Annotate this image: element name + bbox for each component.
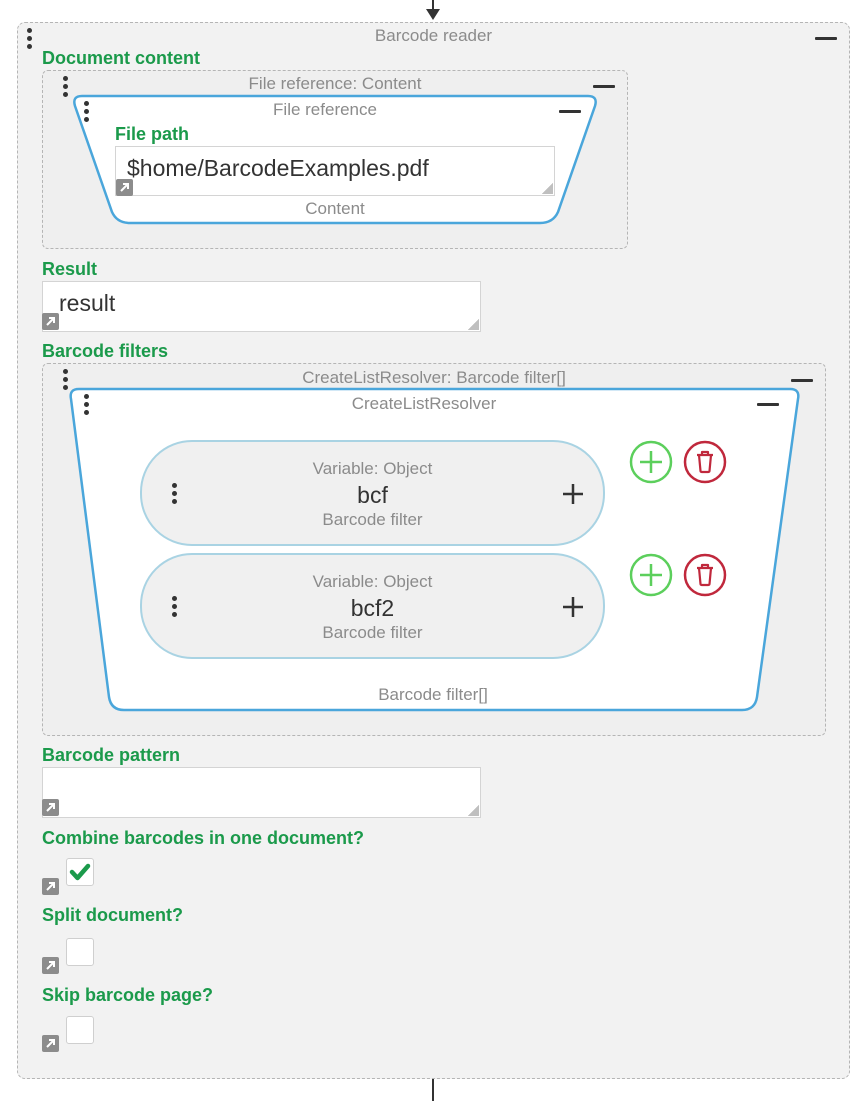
expand-icon[interactable] <box>42 313 59 330</box>
checkmark-icon <box>69 863 91 881</box>
block-title: File reference <box>273 100 377 119</box>
variable-type-label: Variable: Object <box>312 572 433 591</box>
field-label-document-content: Document content <box>42 48 201 68</box>
trash-icon[interactable] <box>683 440 727 484</box>
plus-icon[interactable] <box>562 483 584 505</box>
drag-handle-icon[interactable] <box>25 28 33 49</box>
collapse-icon[interactable] <box>789 373 815 387</box>
drag-handle-icon[interactable] <box>170 483 178 504</box>
field-label-combine-barcodes: Combine barcodes in one document? <box>42 828 365 848</box>
drag-handle-icon[interactable] <box>82 101 90 122</box>
arrow-down-icon <box>426 0 440 20</box>
resize-grip[interactable] <box>542 183 553 194</box>
barcode-pattern-input[interactable] <box>42 767 481 818</box>
expand-icon[interactable] <box>42 1035 59 1052</box>
combine-barcodes-checkbox[interactable] <box>66 858 94 886</box>
create-list-resolver-shape[interactable] <box>67 387 802 713</box>
collapse-icon[interactable] <box>557 104 583 118</box>
result-input[interactable]: result <box>42 281 481 332</box>
expand-icon[interactable] <box>116 179 133 196</box>
field-label-skip-barcode-page: Skip barcode page? <box>42 985 214 1005</box>
file-path-value: $home/BarcodeExamples.pdf <box>127 155 429 181</box>
skip-barcode-page-checkbox[interactable] <box>66 1016 94 1044</box>
collapse-icon[interactable] <box>591 79 617 93</box>
drag-handle-icon[interactable] <box>82 394 90 415</box>
variable-subtype: Barcode filter <box>322 623 423 642</box>
field-label-result: Result <box>42 259 98 279</box>
variable-name: bcf2 <box>350 595 395 621</box>
expand-icon[interactable] <box>42 957 59 974</box>
variable-name: bcf <box>357 482 388 508</box>
collapse-icon[interactable] <box>755 397 781 411</box>
add-circle-icon[interactable] <box>629 553 673 597</box>
split-document-checkbox[interactable] <box>66 938 94 966</box>
expand-icon[interactable] <box>42 878 59 895</box>
list-item[interactable]: Variable: Object bcf2 Barcode filter <box>140 553 605 659</box>
resize-grip[interactable] <box>468 319 479 330</box>
field-label-file-path: File path <box>115 124 190 144</box>
field-label-barcode-filters: Barcode filters <box>42 341 169 361</box>
file-reference-footer: Content <box>305 199 365 218</box>
file-path-input[interactable]: $home/BarcodeExamples.pdf <box>115 146 555 196</box>
block-title: File reference: Content <box>248 74 422 93</box>
plus-icon[interactable] <box>562 596 584 618</box>
drag-handle-icon[interactable] <box>61 76 69 97</box>
trash-icon[interactable] <box>683 553 727 597</box>
block-title: CreateListResolver: Barcode filter[] <box>302 368 566 387</box>
add-circle-icon[interactable] <box>629 440 673 484</box>
drag-handle-icon[interactable] <box>61 369 69 390</box>
block-title: CreateListResolver <box>351 394 497 413</box>
variable-type-label: Variable: Object <box>312 459 433 478</box>
list-footer: Barcode filter[] <box>378 685 488 704</box>
block-title: Barcode reader <box>374 26 493 45</box>
result-value: result <box>59 290 116 316</box>
resize-grip[interactable] <box>468 805 479 816</box>
field-label-barcode-pattern: Barcode pattern <box>42 745 181 765</box>
expand-icon[interactable] <box>42 799 59 816</box>
list-item[interactable]: Variable: Object bcf Barcode filter <box>140 440 605 546</box>
drag-handle-icon[interactable] <box>170 596 178 617</box>
connector-line <box>432 1079 434 1101</box>
variable-subtype: Barcode filter <box>322 510 423 529</box>
field-label-split-document: Split document? <box>42 905 183 925</box>
collapse-icon[interactable] <box>813 31 839 45</box>
